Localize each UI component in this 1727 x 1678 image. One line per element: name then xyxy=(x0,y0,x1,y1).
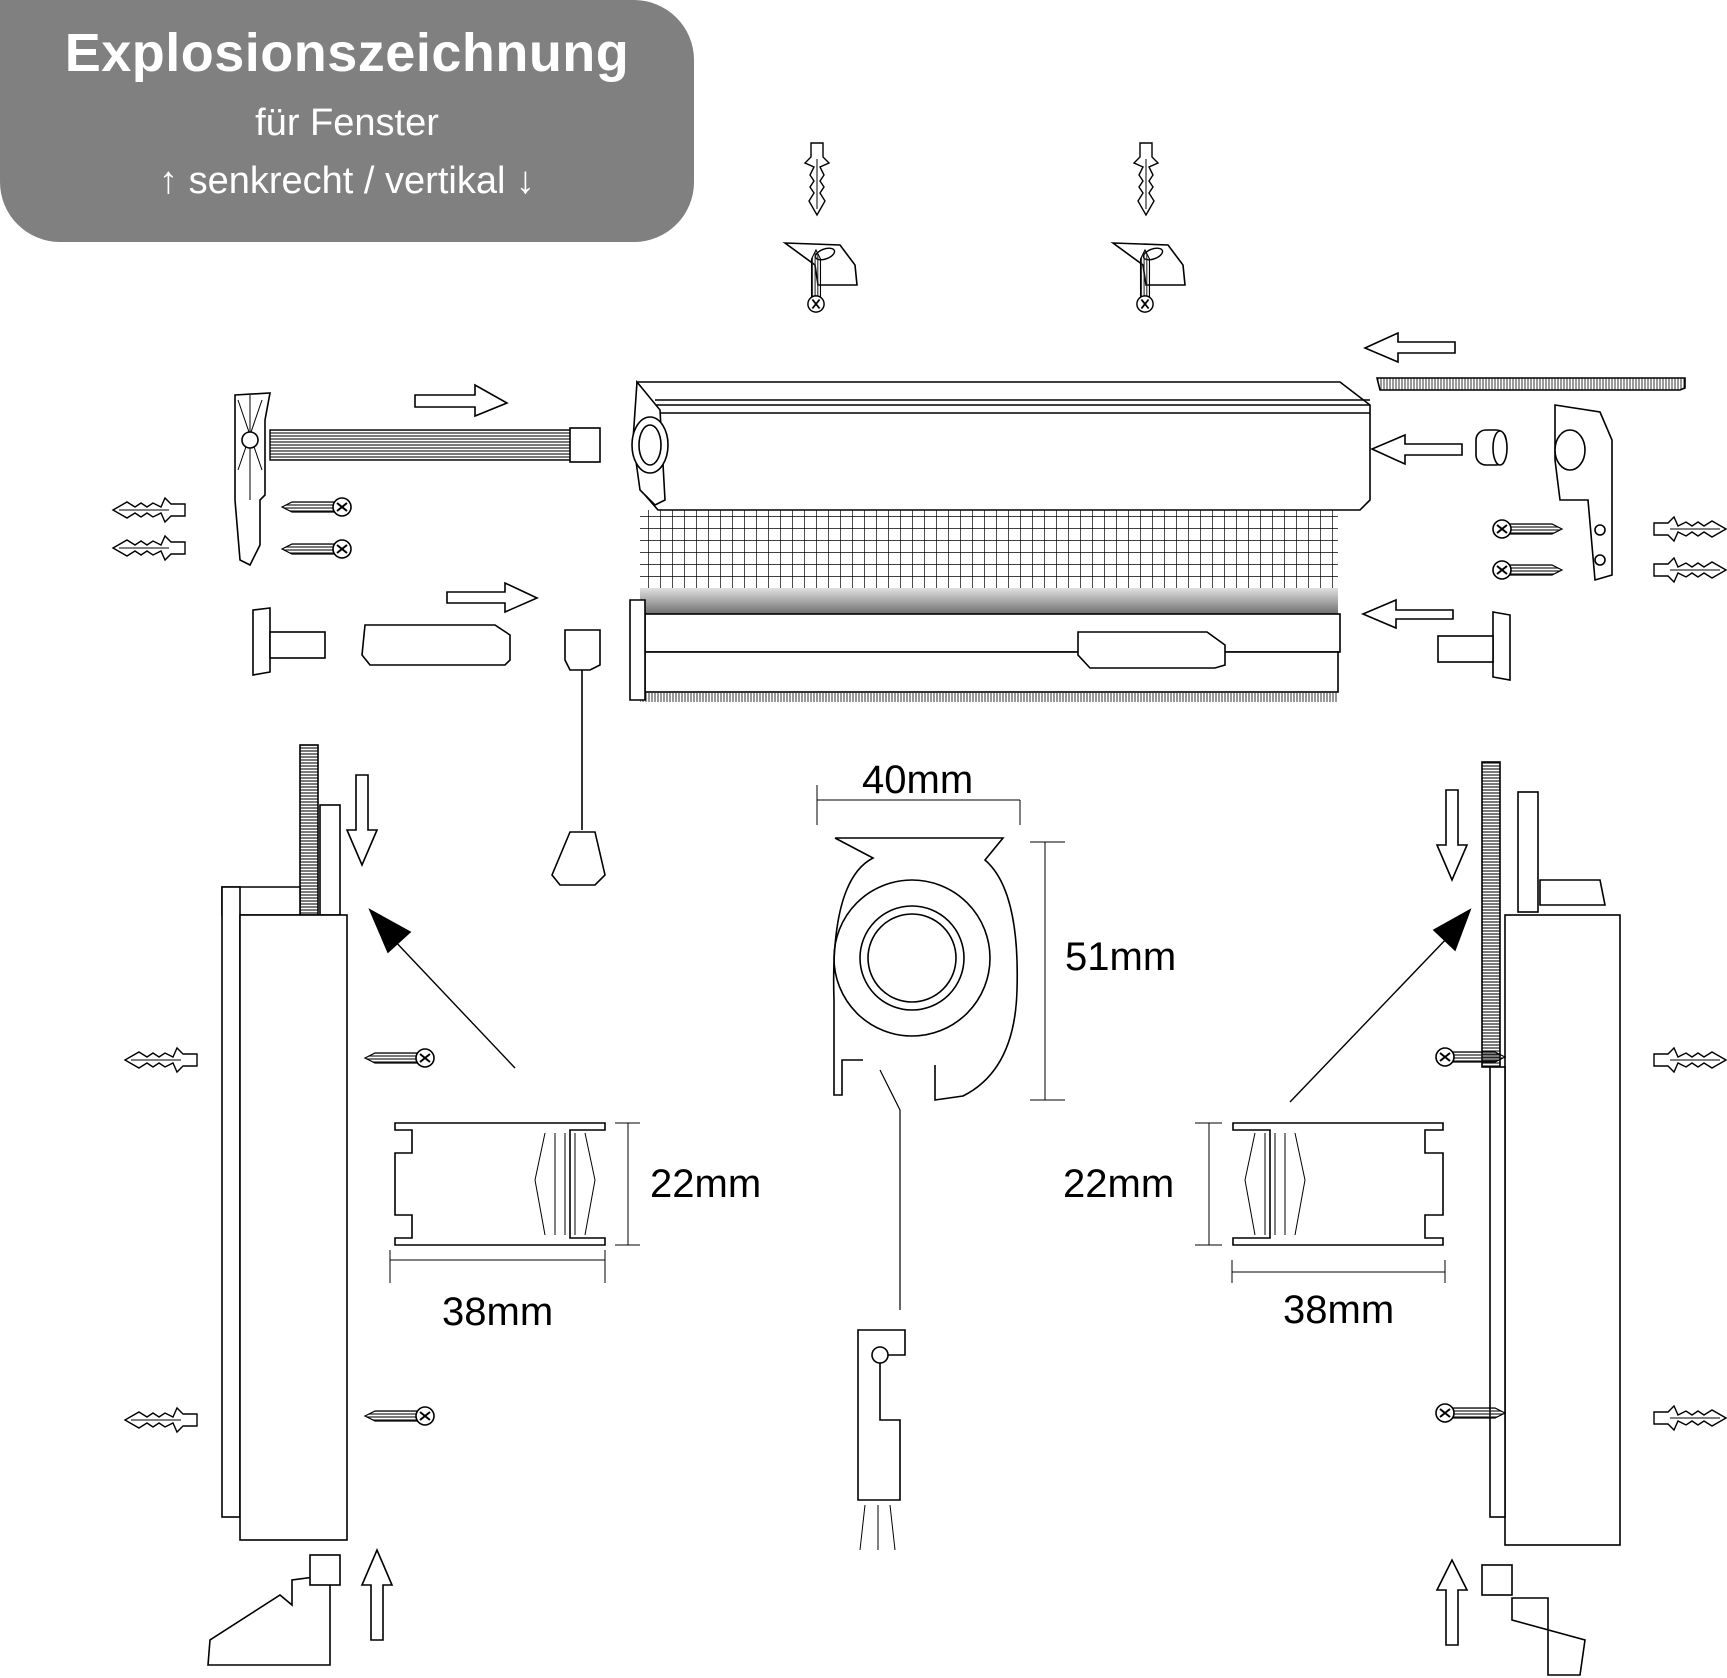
bottom-rail-handle xyxy=(1077,631,1226,669)
cassette-body xyxy=(636,381,1371,511)
pull-knob xyxy=(551,831,606,886)
left-side-rail xyxy=(124,744,516,1666)
right-side-parts xyxy=(1375,377,1686,681)
left-end-bracket xyxy=(234,392,601,567)
wall-anchor-icon xyxy=(1133,142,1159,216)
diagram-subtitle: für Fenster xyxy=(255,102,439,144)
left-side-parts xyxy=(252,607,606,886)
top-bracket-set-left xyxy=(782,142,858,314)
left-rail-profile xyxy=(389,1122,640,1283)
right-side-rail xyxy=(1289,761,1727,1676)
dimension-right-rail-width: 38mm xyxy=(1283,1288,1395,1332)
title-badge: Explosionszeichnung für Fenster ↑ senkre… xyxy=(0,0,694,242)
dimension-left-rail-width: 38mm xyxy=(442,1290,554,1334)
brush-strip xyxy=(1481,761,1501,1068)
cassette-profile xyxy=(816,785,1065,1551)
dimension-cassette-height: 51mm xyxy=(1065,935,1177,979)
mesh-fabric xyxy=(640,510,1338,588)
spring-shaft xyxy=(269,429,591,461)
top-brush-strip xyxy=(1375,377,1686,391)
wall-anchor-icon xyxy=(804,142,830,216)
right-rail-profile xyxy=(1195,1122,1446,1283)
bottom-bar-profile xyxy=(857,1329,906,1501)
arrow-left-icon xyxy=(1370,433,1463,466)
dimension-right-rail-height: 22mm xyxy=(1063,1162,1175,1206)
insert-arrow-icon xyxy=(391,937,516,1069)
arrow-down-icon xyxy=(345,774,379,868)
gradient-band xyxy=(640,588,1338,614)
arrow-left-icon xyxy=(1363,331,1456,364)
bottom-rail-top xyxy=(644,613,1341,653)
bottom-handle xyxy=(361,624,511,666)
top-bracket-set-right xyxy=(1110,142,1186,314)
arrow-up-icon xyxy=(360,1547,394,1641)
arrow-right-icon xyxy=(446,581,539,614)
insert-arrow-icon xyxy=(1289,934,1451,1103)
arrow-left-icon xyxy=(1360,598,1454,630)
arrow-down-icon xyxy=(1435,789,1469,883)
arrow-up-icon xyxy=(1435,1558,1469,1646)
orientation-note: ↑ senkrecht / vertikal ↓ xyxy=(159,160,535,202)
cassette-assembly xyxy=(629,379,1371,702)
rail-end-cap xyxy=(1511,1597,1586,1676)
rail-end-cap xyxy=(207,1574,331,1666)
bottom-brush xyxy=(640,692,1338,702)
bottom-rail xyxy=(644,651,1339,693)
stop-block xyxy=(252,607,271,676)
pull-cord-end xyxy=(564,629,601,671)
dimension-left-rail-height: 22mm xyxy=(650,1162,762,1206)
arrow-right-icon xyxy=(414,383,509,418)
stop-block xyxy=(1492,611,1511,681)
dimension-cassette-width: 40mm xyxy=(862,758,974,802)
brush-strip xyxy=(299,744,319,916)
diagram-title: Explosionszeichnung xyxy=(64,23,630,83)
left-anchors-screws xyxy=(112,497,352,561)
